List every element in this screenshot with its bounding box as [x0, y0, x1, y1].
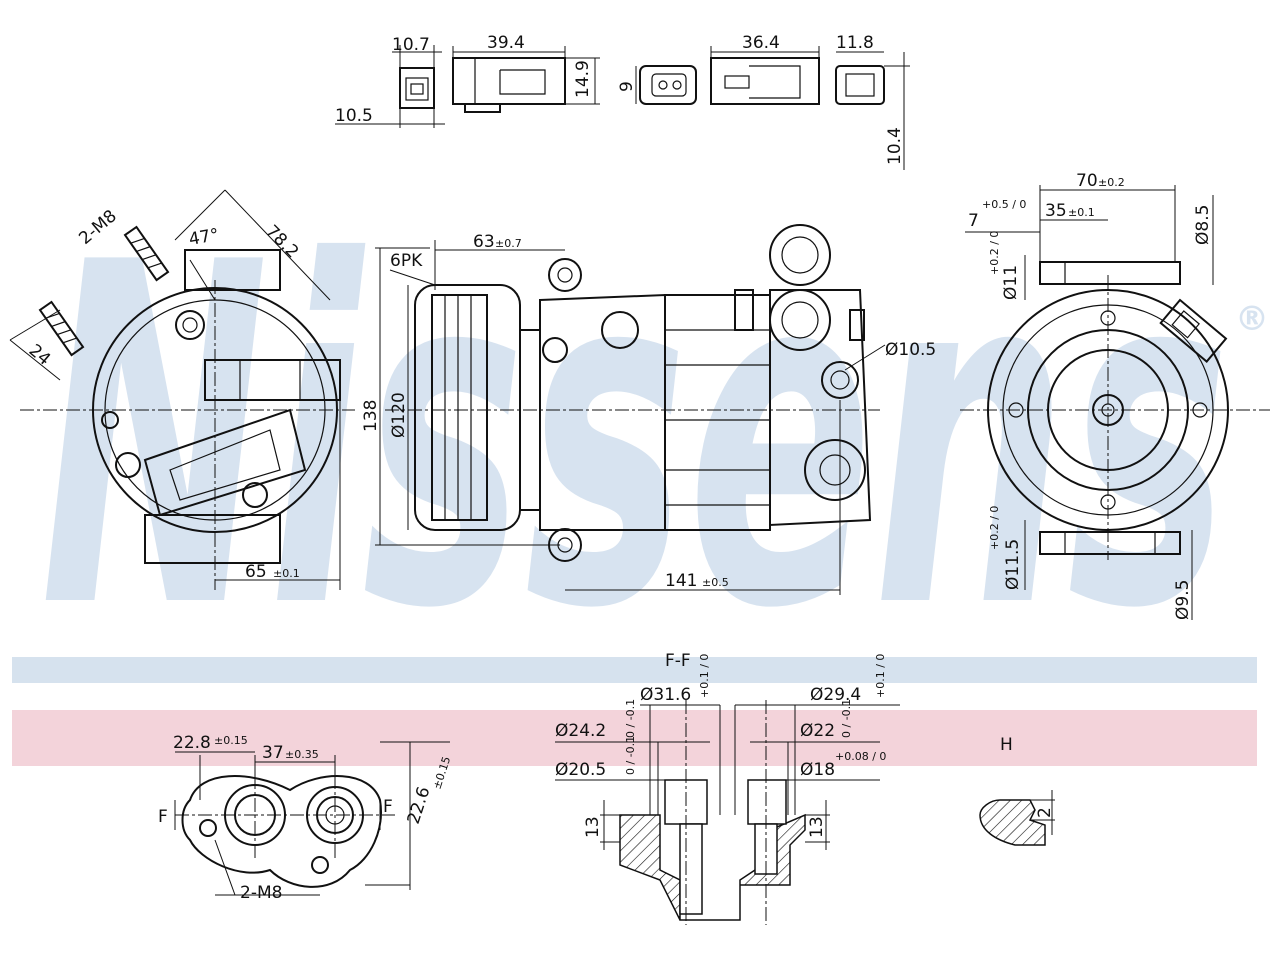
dim-rear-dia-left: Ø11 [1001, 265, 1021, 300]
pink-band [12, 710, 1257, 766]
dim-section-depth-left: 13 [583, 816, 603, 838]
dim-rear-dia-left-tol: +0.2 / 0 [988, 231, 1001, 275]
dim-pulley-distance: 63 [473, 232, 495, 252]
watermark-logo: Nissens ® [40, 164, 1269, 711]
dim-section-d2-tol: +0.1 / 0 [874, 654, 887, 698]
dim-pulley-diameter: Ø120 [389, 392, 409, 438]
section-ff-view: F-F 13 13 Ø31.6 +0.1 / 0 Ø29.4 +0.1 / 0 … [555, 651, 900, 925]
compressor-rear-view: 70 ±0.2 35 ±0.1 7 +0.5 / 0 Ø8.5 Ø11 +0.2… [960, 171, 1270, 620]
dim-section-d4: Ø22 [800, 721, 835, 741]
dim-rear-dia-top: Ø8.5 [1193, 205, 1213, 245]
dim-section-d3: Ø24.2 [555, 721, 606, 741]
dim-connector-width-side: 10.5 [335, 106, 373, 126]
dim-section-d6-tol: +0.08 / 0 [835, 750, 886, 763]
label-section-mark-left: F [158, 807, 168, 827]
dim-port-spacing-b-tol: ±0.35 [285, 748, 319, 761]
dim-rear-dia-right: Ø9.5 [1173, 580, 1193, 620]
detail-h-view: H 2 [979, 735, 1055, 846]
dim-rear-dia-bottom: Ø11.5 [1003, 539, 1023, 590]
dim-rear-width: 70 [1076, 171, 1098, 191]
dim-rear-half-width: 35 [1045, 201, 1067, 221]
dim-rear-width-tol: ±0.2 [1098, 176, 1125, 189]
blue-band [12, 657, 1257, 683]
dim-section-d1: Ø31.6 [640, 685, 691, 705]
dim-section-d5-tol: 0 / -0.1 [624, 736, 637, 775]
dim-section-depth-right: 13 [807, 816, 827, 838]
connector-views: 10.7 10.5 39.4 14.9 9 36.4 [335, 33, 910, 170]
dim-rear-offset: 7 [968, 211, 979, 231]
dim-section-d5: Ø20.5 [555, 760, 606, 780]
dim-rear-dia-bottom-tol: +0.2 / 0 [988, 506, 1001, 550]
label-port-thread: 2-M8 [240, 883, 282, 903]
dim-port-spacing-c: 22.6 [404, 784, 435, 826]
section-title: F-F [665, 651, 691, 671]
label-section-mark-right: F [383, 797, 393, 817]
dim-connector2-length: 36.4 [742, 33, 780, 53]
dim-length-tol: ±0.5 [702, 576, 729, 589]
dim-section-d2: Ø29.4 [810, 685, 861, 705]
dim-base: 65 [245, 562, 267, 582]
dim-connector-height: 14.9 [573, 60, 593, 98]
dim-pulley-distance-tol: ±0.7 [495, 237, 522, 250]
dim-length: 141 [665, 571, 697, 591]
dim-section-d3-tol: 0 / -0.1 [624, 699, 637, 738]
dim-detail: 2 [1035, 807, 1055, 818]
svg-text:Nissens: Nissens [40, 164, 1230, 711]
svg-text:®: ® [1235, 299, 1269, 339]
compressor-front-view: 63 ±0.7 6PK 138 Ø120 141 ±0.5 Ø10.5 [361, 224, 936, 595]
dim-connector-length: 39.4 [487, 33, 525, 53]
dim-port-spacing-a-tol: ±0.15 [214, 734, 248, 747]
dim-section-d6: Ø18 [800, 760, 835, 780]
dim-rear-offset-tol: +0.5 / 0 [982, 198, 1026, 211]
dim-connector2-width: 11.8 [836, 33, 874, 53]
dim-port-spacing-a: 22.8 [173, 733, 211, 753]
detail-title: H [1000, 735, 1013, 755]
dim-section-d4-tol: 0 / -0.1 [840, 699, 853, 738]
dim-connector2-offset: 10.4 [885, 127, 905, 165]
dim-hole-diameter: Ø10.5 [885, 340, 936, 360]
dim-base-tol: ±0.1 [273, 567, 300, 580]
dim-port-spacing-b: 37 [262, 743, 284, 763]
dim-connector2-height: 9 [617, 81, 637, 92]
dim-connector-width-top: 10.7 [392, 35, 430, 55]
dim-height: 138 [361, 400, 381, 432]
dim-rear-half-width-tol: ±0.1 [1068, 206, 1095, 219]
label-belt: 6PK [390, 251, 423, 271]
dim-section-d1-tol: +0.1 / 0 [698, 654, 711, 698]
